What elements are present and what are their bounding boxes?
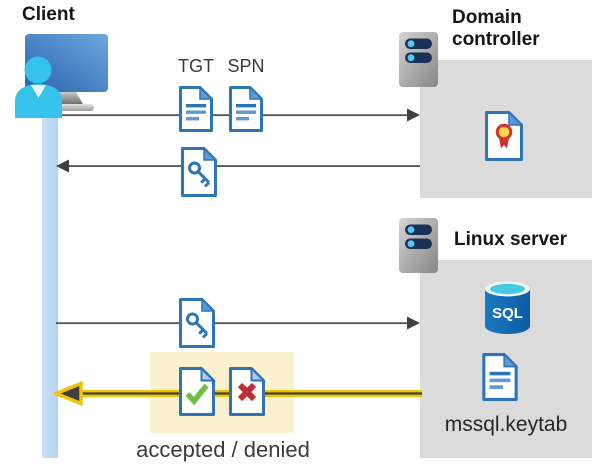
keytab-filename-label: mssql.keytab — [444, 413, 568, 436]
certificate-seal — [495, 123, 513, 141]
tgt-response-arrow — [56, 159, 420, 173]
accepted-document-icon — [179, 366, 216, 416]
result-label: accepted / denied — [136, 437, 310, 462]
linux-server-icon — [399, 218, 438, 273]
spn-label: SPN — [227, 56, 265, 76]
x-icon — [237, 382, 257, 402]
kerberos-ticket-icon — [179, 297, 216, 348]
linux-server-label: Linux server — [454, 229, 567, 250]
kerberos-ticket-icon — [181, 146, 218, 197]
tgt-label: TGT — [178, 56, 214, 76]
sql-label: SQL — [492, 305, 523, 322]
domain-controller-server-icon — [399, 32, 438, 87]
service-ticket-arrow — [56, 316, 420, 330]
person-head — [24, 56, 52, 84]
spn-document-icon — [229, 85, 264, 132]
denied-document-icon — [229, 366, 266, 416]
certificate-icon — [485, 110, 524, 161]
client-label: Client — [22, 4, 75, 25]
client-timeline-bar — [42, 90, 58, 458]
person-body — [15, 84, 62, 118]
keytab-document-icon — [482, 352, 519, 401]
person-collar — [31, 85, 46, 98]
tgt-document-icon — [179, 85, 214, 132]
sql-database-icon: SQL — [485, 281, 530, 334]
key-icon — [188, 161, 211, 188]
checkmark-icon — [185, 383, 209, 406]
domain-controller-label: Domain controller — [452, 7, 540, 50]
client-workstation-icon — [15, 34, 108, 118]
key-icon — [186, 312, 209, 339]
